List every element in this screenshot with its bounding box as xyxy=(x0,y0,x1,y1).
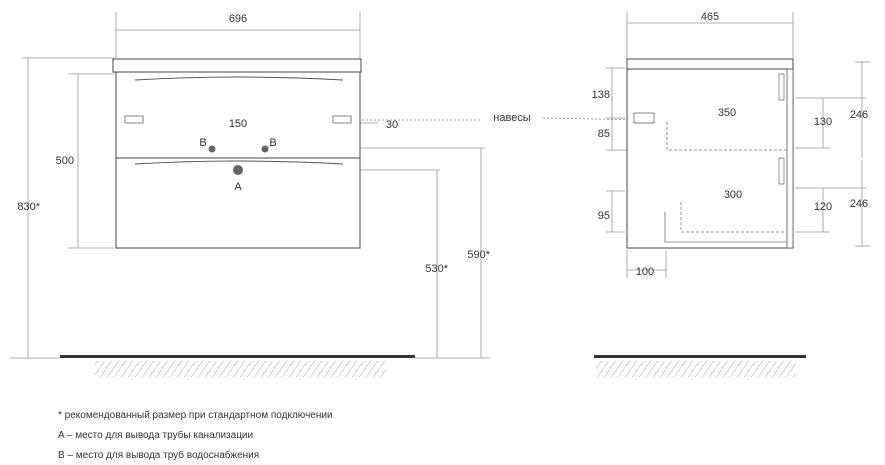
side-view-cabinet xyxy=(626,58,794,249)
dim-lower-section: 246 xyxy=(850,198,868,210)
supply-pipe-right-marker xyxy=(261,145,269,153)
front-view-cabinet xyxy=(112,58,362,249)
hinge-plate xyxy=(633,112,655,124)
dim-drawer-height: 500 xyxy=(56,155,74,167)
countertop xyxy=(112,58,362,73)
front-panel xyxy=(786,68,794,249)
dim-hinge-offset: 30 xyxy=(386,119,398,131)
supply-pipe-left-marker xyxy=(208,145,216,153)
dim-drawer-top-depth: 350 xyxy=(718,107,736,119)
left-hinge-bracket xyxy=(124,115,144,124)
callout-hinges: навесы xyxy=(493,112,531,124)
label-b-left: B xyxy=(199,137,206,149)
lower-drawer-outline xyxy=(680,202,787,233)
side-body xyxy=(626,68,794,249)
dim-bottom-gap: 95 xyxy=(598,210,610,222)
label-a: A xyxy=(234,181,242,193)
dim-total-height: 830* xyxy=(17,201,40,213)
dim-drawer-bottom-depth: 300 xyxy=(724,189,742,201)
side-countertop xyxy=(626,58,794,70)
dim-drawer-top-height: 130 xyxy=(814,116,832,128)
floor-left xyxy=(60,355,415,377)
dim-drain-height: 530* xyxy=(425,263,448,275)
dim-hinge-gap: 85 xyxy=(598,128,610,140)
dim-back-offset: 100 xyxy=(636,266,654,278)
right-hinge-bracket xyxy=(332,115,352,124)
note-drain: A – место для вывода трубы канализации xyxy=(58,430,254,441)
bottom-drawer-handle xyxy=(134,160,344,165)
floor-right xyxy=(594,355,806,377)
note-supply: B – место для вывода труб водоснабжения xyxy=(58,450,260,461)
top-drawer-handle xyxy=(134,76,344,81)
dim-drawer-bottom-height: 120 xyxy=(814,201,832,213)
note-recommended: * рекомендованный размер при стандартном… xyxy=(58,410,333,421)
dim-upper-section: 246 xyxy=(850,109,868,121)
cabinet-body xyxy=(115,71,361,249)
dim-depth: 465 xyxy=(701,11,719,23)
upper-drawer-outline xyxy=(666,122,787,151)
label-b-right: B xyxy=(269,137,276,149)
dim-supply-height: 590* xyxy=(467,249,490,261)
dim-width: 696 xyxy=(229,13,247,25)
dim-top-offset: 138 xyxy=(592,89,610,101)
drain-pipe-marker xyxy=(233,165,243,175)
dim-pipe-spacing: 150 xyxy=(229,118,247,130)
